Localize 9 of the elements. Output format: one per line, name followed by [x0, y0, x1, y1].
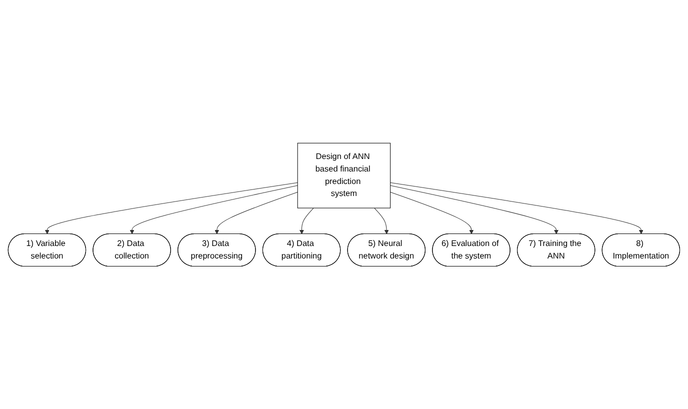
arrow	[130, 185, 298, 234]
arrow	[374, 208, 389, 234]
arrow	[390, 182, 644, 234]
arrow	[390, 185, 559, 234]
arrow	[214, 192, 298, 234]
arrow	[390, 192, 474, 234]
arrow	[44, 182, 298, 234]
arrow	[299, 208, 314, 234]
node-box: Design of ANN based financial prediction system	[297, 142, 391, 208]
